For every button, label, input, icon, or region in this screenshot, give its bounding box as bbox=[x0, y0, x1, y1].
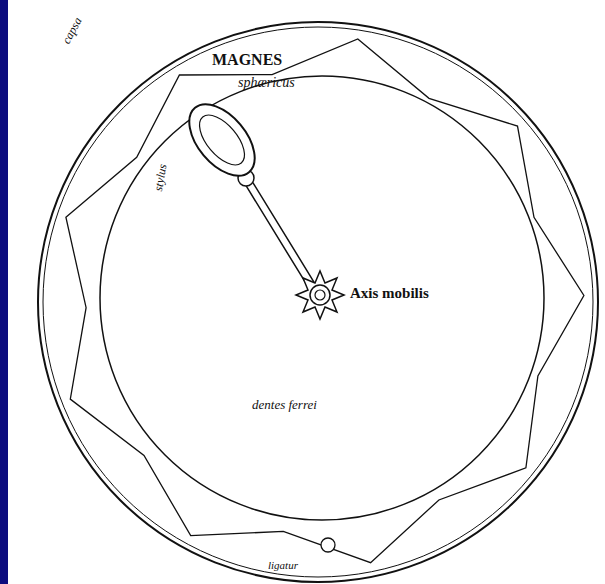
rim-hole bbox=[321, 538, 335, 552]
part-name: capsa bbox=[60, 15, 84, 45]
part-name: stylus bbox=[152, 163, 169, 192]
outer-rim bbox=[38, 22, 598, 582]
axle-ring bbox=[310, 285, 330, 305]
magnet-arm-inner bbox=[250, 185, 312, 286]
outer-rim-inner bbox=[43, 27, 593, 577]
note-text: dentes ferrei bbox=[252, 398, 317, 411]
part-name: ligatur bbox=[268, 560, 298, 571]
magnet-capsule bbox=[177, 92, 268, 187]
magnet-stone bbox=[191, 107, 253, 172]
axle-star bbox=[296, 271, 344, 319]
inner-wheel bbox=[100, 76, 544, 520]
part-name: Axis mobilis bbox=[350, 286, 429, 301]
axle-hole bbox=[315, 290, 325, 300]
part-name: sphæricus bbox=[238, 76, 295, 90]
magnet-arm bbox=[250, 185, 312, 286]
picture-ground bbox=[8, 0, 605, 584]
toothed-ring bbox=[66, 39, 584, 563]
part-name: MAGNES bbox=[212, 52, 282, 68]
